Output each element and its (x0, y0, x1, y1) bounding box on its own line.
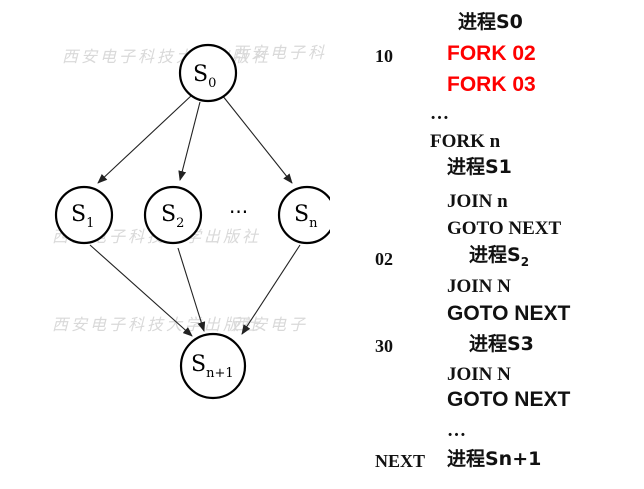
edge-s1-sn1 (89, 244, 193, 337)
edge-s0-s1 (97, 94, 193, 184)
goto-next-3: GOTO NEXT (447, 388, 571, 411)
proc-sn1: 进程Sn+1 (447, 448, 542, 470)
svg-text:S0: S0 (193, 62, 216, 91)
node-s1: S1 (54, 185, 114, 245)
line-number-02: 02 (375, 249, 393, 269)
line-number-next: NEXT (375, 451, 426, 471)
goto-next-1: GOTO NEXT (447, 218, 562, 239)
svg-text:S1: S1 (71, 202, 94, 231)
fork-n: FORK n (430, 131, 501, 152)
join-n: JOIN n (447, 191, 508, 212)
proc-s3: 进程S3 (469, 333, 534, 355)
proc-s2-sub: 2 (520, 254, 530, 269)
ellipsis-2: … (447, 420, 466, 441)
graph-edges (89, 94, 301, 337)
node-sn1: Sn+1 (179, 332, 247, 400)
line-number-10: 10 (375, 46, 393, 66)
proc-s1: 进程S1 (447, 156, 512, 178)
fork-03: FORK 03 (447, 73, 536, 96)
edge-s2-sn1 (177, 247, 206, 332)
svg-text:S2: S2 (161, 202, 184, 231)
goto-next-2: GOTO NEXT (447, 302, 571, 325)
fork-02: FORK 02 (447, 42, 536, 65)
edge-sn-sn1 (241, 244, 301, 335)
svg-text:Sn+1: Sn+1 (191, 352, 234, 381)
proc-s0: 进程S0 (458, 11, 523, 33)
node-s0: S0 (178, 43, 238, 103)
svg-text:西安电子科技大学出版社: 西安电子科技大学出版社 (52, 315, 261, 334)
nodes-ellipsis: ··· (229, 200, 248, 224)
edge-s0-sn (221, 94, 293, 184)
join-N-1: JOIN N (447, 276, 511, 297)
proc-s2: 进程S2 (469, 246, 529, 268)
proc-s2-base: 进程S (469, 244, 521, 266)
process-graph: 西安电子科技大学出版社 西安电子科 西安电子科技大学出版社 西安电子科技大学出版… (52, 43, 330, 400)
node-s2: S2 (143, 185, 203, 245)
line-number-30: 30 (375, 336, 393, 356)
svg-text:Sn: Sn (294, 202, 318, 231)
ellipsis-1: … (430, 103, 449, 124)
join-N-2: JOIN N (447, 364, 511, 385)
node-sn: Sn (277, 185, 330, 245)
svg-text:西安电子科: 西安电子科 (232, 43, 327, 62)
edge-s0-s2 (178, 101, 201, 181)
